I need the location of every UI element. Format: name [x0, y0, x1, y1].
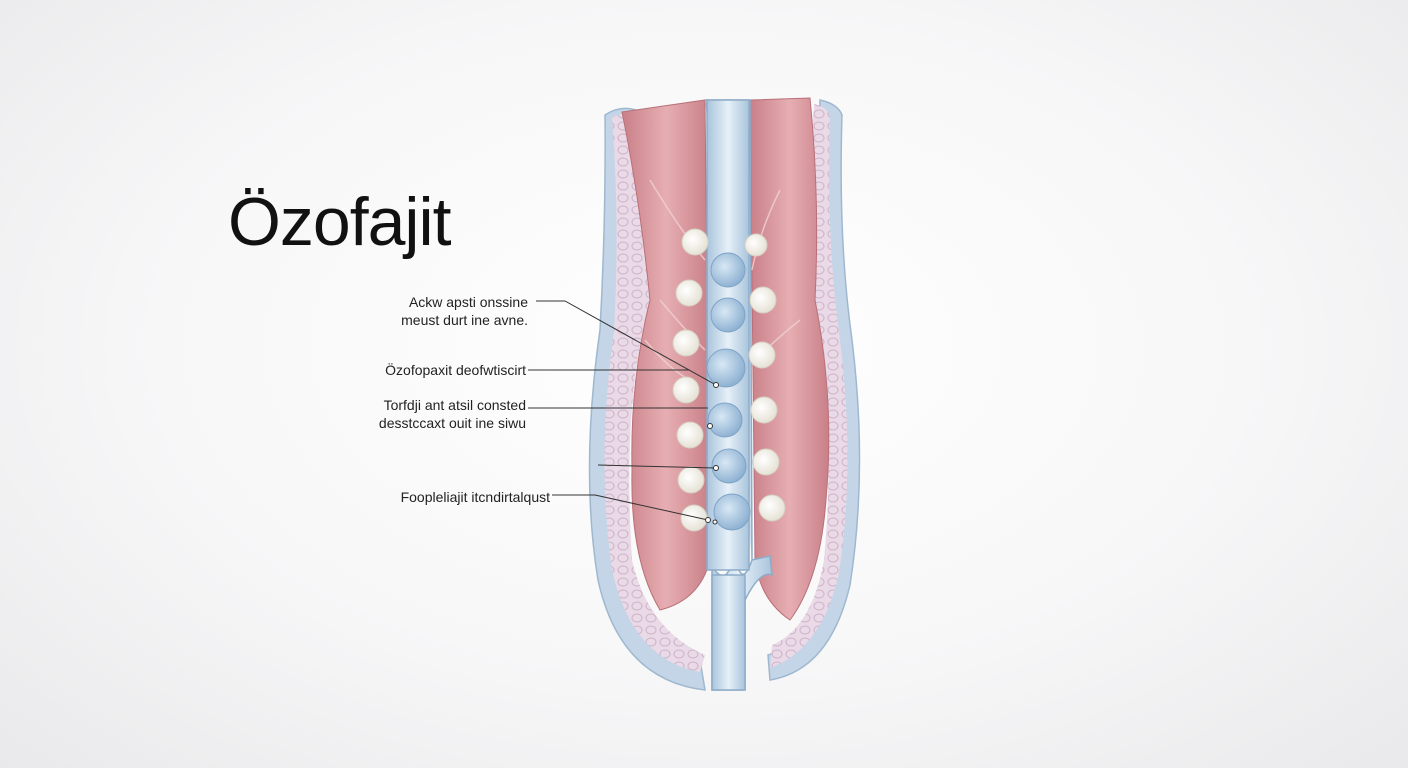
callout-marker [712, 519, 718, 525]
submucosa-right [770, 104, 848, 668]
callout-label-3: Torfdji ant atsil consted desstccaxt oui… [379, 396, 526, 432]
callout-marker [707, 423, 713, 429]
nodule [758, 494, 786, 522]
diagram-title: Özofajit [228, 184, 452, 260]
lumen-cell [710, 297, 746, 333]
callout-marker [713, 382, 719, 388]
nodules-right [744, 233, 786, 522]
callout-marker [705, 517, 711, 523]
callout-line-1 [536, 300, 717, 386]
nodule [750, 396, 778, 424]
lumen-cells [706, 252, 751, 531]
callout-label-2-line-1: Özofopaxit deofwtiscirt [385, 362, 526, 378]
lumen-cell [706, 348, 746, 388]
lumen-cell [713, 493, 751, 531]
nodule [680, 504, 708, 532]
submucosa-left [604, 112, 705, 672]
nodule [752, 448, 780, 476]
callout-markers [705, 382, 719, 525]
nodules-left [672, 228, 709, 532]
callout-line-4 [597, 464, 717, 469]
mucosa-right [749, 97, 830, 621]
nodule [675, 279, 703, 307]
callout-label-2: Özofopaxit deofwtiscirt [385, 361, 526, 379]
callout-label-1-line-1: Ackw apsti onssine [408, 294, 528, 310]
lumen-cell [711, 448, 747, 484]
nodule [748, 341, 776, 369]
callout-label-1: Ackw apsti onssine meust durt ine avne. [401, 293, 528, 329]
callout-label-1-line-2: meust durt ine avne. [401, 312, 528, 328]
nodule [744, 233, 768, 257]
nodule [749, 286, 777, 314]
callout-label-4: Foopleliajit itcndirtalqust [401, 488, 550, 506]
nodule [681, 228, 709, 256]
callout-lines [528, 300, 717, 521]
nodule [672, 329, 700, 357]
lumen-lower-tube [711, 574, 746, 691]
callout-line-5 [552, 494, 709, 521]
callout-marker [713, 465, 719, 471]
callout-label-3-line-2: desstccaxt ouit ine siwu [378, 415, 526, 431]
nodule [676, 421, 704, 449]
nodule [677, 466, 705, 494]
callout-label-4-line-1: Foopleliajit itcndirtalqust [400, 489, 550, 505]
callout-label-3-line-1: Torfdji ant atsil consted [383, 397, 526, 413]
lumen-cell [707, 402, 743, 438]
nodule [672, 376, 700, 404]
lumen-cell [710, 252, 746, 288]
lumen-upper-tube [706, 99, 750, 571]
